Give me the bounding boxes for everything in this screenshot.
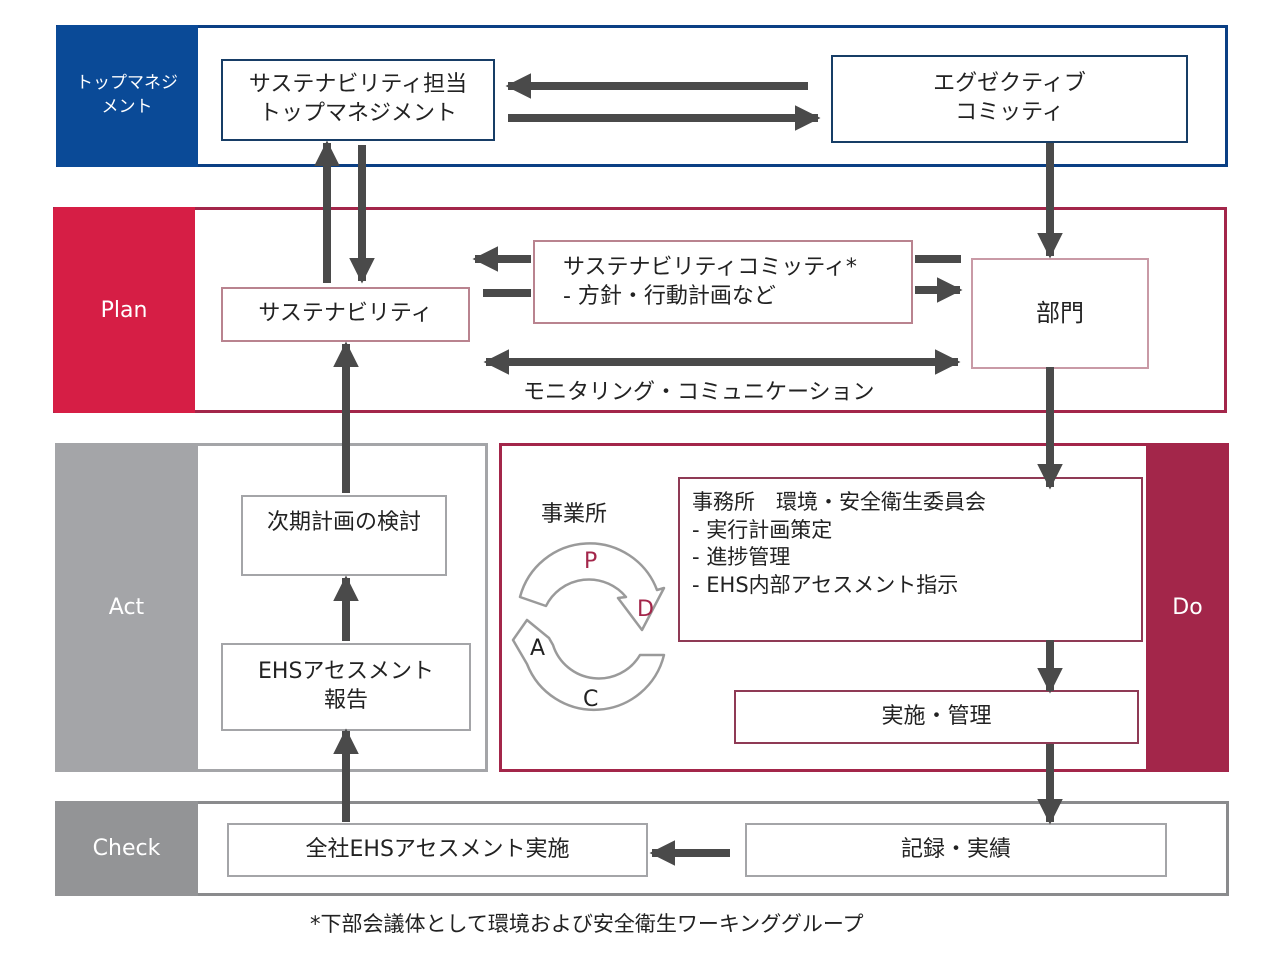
sustainability-committee-detail: - 方針・行動計画など <box>563 283 776 309</box>
top-management-label: トップマネジ メント <box>56 25 198 167</box>
office-committee-box: 事務所 環境・安全衛生委員会 - 実行計画策定 - 進捗管理 - EHS内部アセ… <box>678 477 1143 642</box>
act-label: Act <box>55 443 198 772</box>
implementation-box: 実施・管理 <box>734 690 1139 744</box>
monitoring-communication-label: モニタリング・コミュニケーション <box>523 380 875 405</box>
check-label: Check <box>55 801 198 896</box>
sustainability-committee-box: サステナビリティコミッティ* - 方針・行動計画など <box>533 240 913 324</box>
sustainability-officer-line1: サステナビリティ担当 <box>248 72 468 98</box>
sustainability-box: サステナビリティ <box>221 287 470 342</box>
do-label: Do <box>1146 443 1229 772</box>
office-committee-item: - EHS内部アセスメント指示 <box>692 573 959 598</box>
executive-committee-box: エグゼクティブ コミッティ <box>831 55 1188 143</box>
plan-label: Plan <box>53 207 195 413</box>
site-label: 事業所 <box>541 502 608 527</box>
ehs-report-line1: EHSアセスメント <box>258 659 434 685</box>
sustainability-officer-line2: トップマネジメント <box>258 101 457 126</box>
executive-committee-line1: エグゼクティブ <box>933 71 1086 97</box>
next-plan-box: 次期計画の検討 <box>241 495 447 576</box>
department-box: 部門 <box>971 258 1149 369</box>
sustainability-officer-box: サステナビリティ担当 トップマネジメント <box>221 59 495 141</box>
office-committee-item: - 進捗管理 <box>692 545 791 570</box>
office-committee-item: - 実行計画策定 <box>692 517 833 542</box>
sustainability-committee-title: サステナビリティコミッティ* <box>563 255 857 280</box>
ehs-report-line2: 報告 <box>323 688 368 713</box>
footnote: *下部会議体として環境および安全衛生ワーキンググループ <box>310 912 864 936</box>
company-assessment-box: 全社EHSアセスメント実施 <box>227 823 648 877</box>
executive-committee-line2: コミッティ <box>955 100 1064 125</box>
office-committee-title: 事務所 環境・安全衛生委員会 <box>692 490 986 514</box>
ehs-report-box: EHSアセスメント 報告 <box>221 643 471 731</box>
records-box: 記録・実績 <box>745 823 1167 877</box>
